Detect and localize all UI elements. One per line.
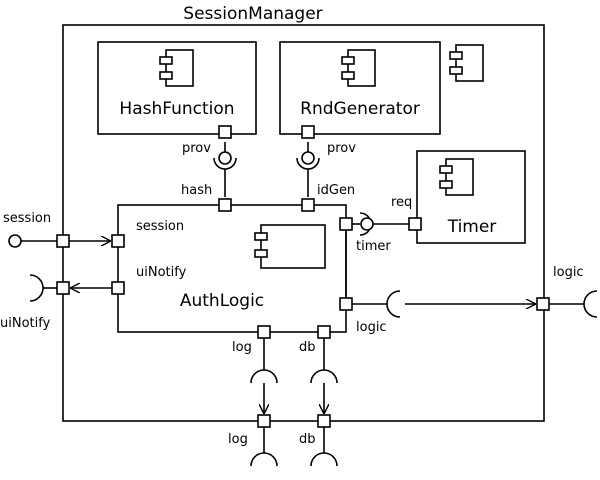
rnd-generator-component: RndGenerator [279, 41, 441, 135]
rnd-generator-label: RndGenerator [300, 99, 420, 119]
session-inner-label: session [136, 219, 184, 234]
timer-component: Timer [416, 150, 526, 244]
rnd-prov-port [301, 125, 315, 139]
hash-port [218, 198, 232, 212]
session-manager-title: SessionManager [183, 4, 322, 24]
auth-logic-component: AuthLogic [117, 204, 347, 333]
session-manager-component-icon [449, 44, 484, 82]
hash-prov-connection [213, 142, 237, 197]
db-connection [310, 338, 338, 467]
session-connection [8, 234, 110, 248]
logic-outer-label: logic [553, 265, 584, 280]
timer-label: Timer [447, 217, 497, 237]
hash-port-label: hash [181, 183, 212, 198]
timer-port [339, 217, 353, 231]
log-outer-label: log [228, 432, 248, 447]
rnd-prov-label: prov [327, 141, 356, 156]
ui-notify-inner-port [111, 281, 125, 295]
timer-connection [352, 212, 409, 236]
logic-connection [345, 230, 598, 318]
db-outer-label: db [299, 432, 316, 447]
id-gen-port-label: idGen [317, 183, 355, 198]
session-outer-label: session [3, 211, 51, 226]
db-outer-port [317, 414, 331, 428]
hash-function-component: HashFunction [97, 41, 257, 135]
timer-port-label: timer [356, 239, 391, 254]
ui-notify-outer-port [56, 281, 70, 295]
req-port [408, 217, 422, 231]
log-connection [250, 338, 278, 467]
ui-notify-inner-label: uiNotify [136, 265, 187, 280]
req-port-label: req [391, 195, 412, 210]
rnd-prov-connection [296, 142, 320, 197]
logic-inner-label: logic [356, 320, 387, 335]
hash-prov-label: prov [182, 141, 211, 156]
hash-prov-port [218, 125, 232, 139]
ui-notify-connection [29, 274, 112, 302]
auth-logic-label: AuthLogic [180, 291, 264, 311]
logic-outer-port [536, 297, 550, 311]
session-inner-port [111, 234, 125, 248]
hash-function-label: HashFunction [119, 99, 234, 119]
log-outer-port [257, 414, 271, 428]
log-inner-port [257, 325, 271, 339]
log-inner-label: log [232, 340, 252, 355]
db-inner-port [317, 325, 331, 339]
session-outer-port [56, 234, 70, 248]
id-gen-port [301, 198, 315, 212]
ui-notify-outer-label: uiNotify [0, 316, 51, 331]
db-inner-label: db [299, 340, 316, 355]
logic-inner-port [339, 297, 353, 311]
